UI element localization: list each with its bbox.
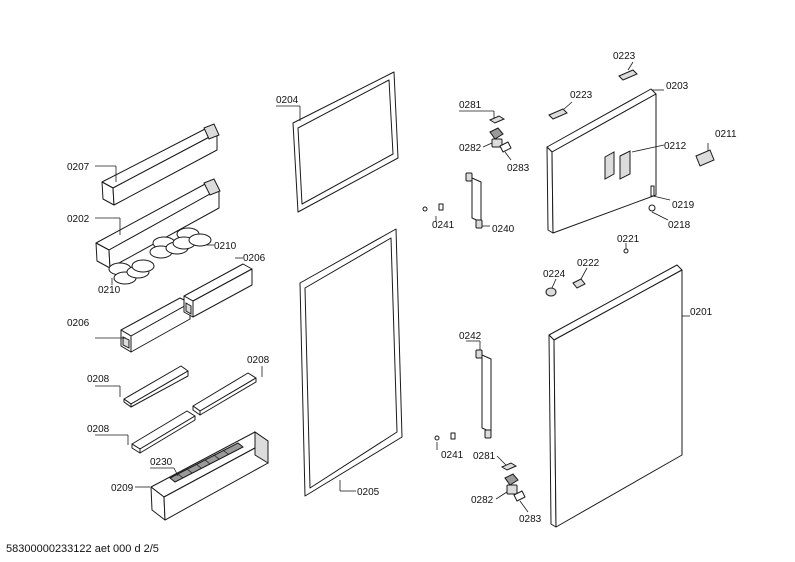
label-0203: 0203 xyxy=(666,81,689,92)
hinge-0282-top xyxy=(489,127,504,148)
label-0209: 0209 xyxy=(111,483,134,494)
hinge-cover-0281-top xyxy=(488,115,506,124)
label-0241-bottom: 0241 xyxy=(441,450,464,461)
hinge-0282-bottom xyxy=(504,473,519,495)
label-0283-bottom: 0283 xyxy=(519,514,542,525)
label-0223-top: 0223 xyxy=(613,51,636,62)
label-0222: 0222 xyxy=(577,258,600,269)
label-0205: 0205 xyxy=(357,487,380,498)
label-0282-bottom: 0282 xyxy=(471,495,494,506)
label-0218: 0218 xyxy=(668,220,691,231)
bottle-rack-0230 xyxy=(169,442,244,483)
fridge-handle-0242 xyxy=(475,349,492,439)
trim-0211 xyxy=(695,149,715,167)
label-0242: 0242 xyxy=(459,331,482,342)
label-0206-right: 0206 xyxy=(243,253,266,264)
label-0201: 0201 xyxy=(690,307,713,318)
label-0210-left: 0210 xyxy=(98,285,121,296)
pin-0219 xyxy=(650,185,655,197)
label-0208-bottom: 0208 xyxy=(87,424,110,435)
bottle-bin-0209 xyxy=(150,431,269,521)
label-0204: 0204 xyxy=(276,95,299,106)
label-0208-top: 0208 xyxy=(87,374,110,385)
door-bin-0206-right xyxy=(183,263,253,318)
screw-0221 xyxy=(623,248,629,254)
fridge-door-gasket xyxy=(299,228,403,497)
screw-0241-bottom xyxy=(434,432,456,441)
decor-strip-0223-a xyxy=(618,69,638,81)
fridge-door-0201 xyxy=(548,264,683,528)
label-0206-left: 0206 xyxy=(67,318,90,329)
freezer-door-0203 xyxy=(546,88,657,234)
label-0283-top: 0283 xyxy=(507,163,530,174)
door-shelf-0208-b xyxy=(192,372,257,416)
label-0210-right: 0210 xyxy=(214,241,237,252)
freezer-handle-0240 xyxy=(465,172,483,229)
egg-tray-right xyxy=(149,227,212,259)
washer-0218 xyxy=(648,204,656,212)
decor-strip-0223-b xyxy=(548,108,568,120)
document-id: 58300000233122 aet 000 d 2/5 xyxy=(6,543,159,555)
label-0208-right: 0208 xyxy=(247,355,270,366)
hinge-bushing-0283-top xyxy=(499,141,512,153)
label-0281-bottom: 0281 xyxy=(473,451,496,462)
label-0202: 0202 xyxy=(67,214,90,225)
label-0240: 0240 xyxy=(492,224,515,235)
door-bin-0206-left xyxy=(120,297,191,353)
hinge-cover-0281-bottom xyxy=(500,462,518,471)
label-0211: 0211 xyxy=(715,129,737,140)
label-0282-top: 0282 xyxy=(459,143,482,154)
screw-0241-top xyxy=(422,203,444,212)
freezer-door-gasket xyxy=(292,71,399,213)
door-shelf-0207 xyxy=(101,123,220,206)
label-0207: 0207 xyxy=(67,162,90,173)
label-0241-top: 0241 xyxy=(432,220,455,231)
hinge-bushing-0283-bottom xyxy=(513,490,526,502)
door-shelf-0202 xyxy=(95,178,221,269)
door-shelf-0208-c xyxy=(131,410,196,454)
label-0230: 0230 xyxy=(150,457,173,468)
cap-0224 xyxy=(545,287,557,297)
label-0281-top: 0281 xyxy=(459,100,482,111)
label-0221: 0221 xyxy=(617,234,640,245)
label-0212: 0212 xyxy=(664,141,687,152)
hinge-part-0222 xyxy=(572,278,586,289)
egg-tray-left xyxy=(108,259,155,285)
door-shelf-0208-a xyxy=(123,365,189,408)
label-0224: 0224 xyxy=(543,269,566,280)
label-0219: 0219 xyxy=(672,200,695,211)
label-0223-mid: 0223 xyxy=(570,90,593,101)
